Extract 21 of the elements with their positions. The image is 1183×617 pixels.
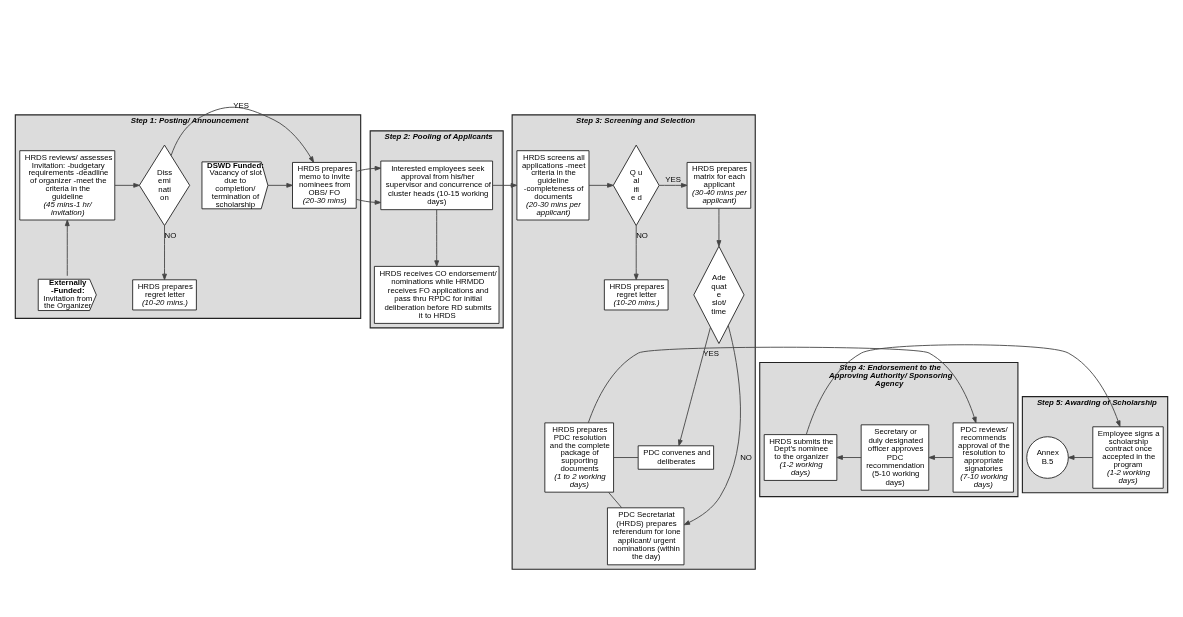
arrow — [836, 454, 862, 460]
arrow — [1068, 454, 1094, 460]
arrow — [716, 207, 722, 247]
arrow — [928, 454, 954, 460]
arrow — [267, 182, 293, 188]
arrow — [114, 182, 140, 188]
arrow — [64, 219, 70, 276]
arrow — [633, 224, 639, 280]
arrow — [355, 165, 382, 205]
arrow — [434, 208, 440, 267]
arrow — [492, 182, 518, 188]
connector — [613, 456, 639, 458]
arrow — [588, 182, 614, 188]
arrow — [683, 324, 741, 525]
arrow — [678, 326, 711, 446]
arrow — [805, 343, 1121, 435]
arrow — [170, 106, 315, 163]
arrow — [162, 224, 167, 280]
connector — [608, 491, 623, 508]
arrow — [587, 346, 977, 423]
arrow — [658, 182, 688, 188]
